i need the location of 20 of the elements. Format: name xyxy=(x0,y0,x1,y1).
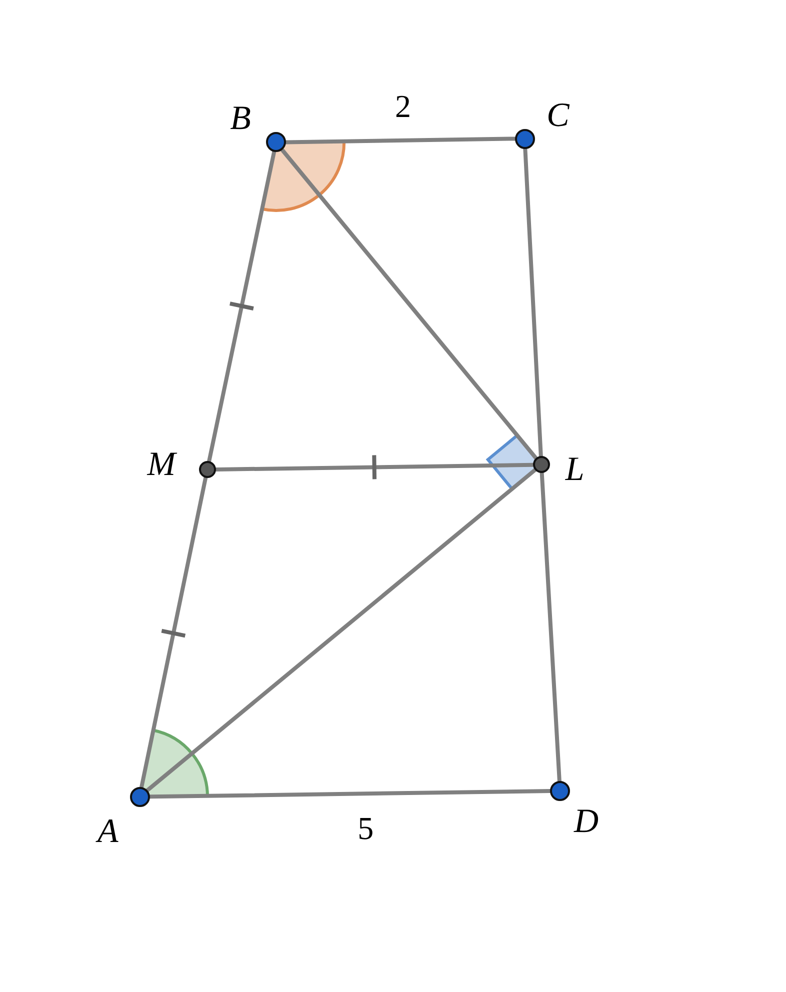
point-label: M xyxy=(147,448,176,482)
point-marker xyxy=(514,128,535,149)
point-label: L xyxy=(565,452,584,487)
line-segment xyxy=(280,148,538,460)
point-label: C xyxy=(546,98,570,133)
line-segment xyxy=(284,136,517,144)
line-segment xyxy=(145,468,537,792)
line-segment xyxy=(148,789,552,799)
point-marker xyxy=(266,132,286,152)
point-label: A xyxy=(98,814,118,849)
point-marker xyxy=(130,786,150,807)
point-marker xyxy=(198,461,216,478)
point-label: D xyxy=(574,804,599,839)
line-segment xyxy=(523,146,543,458)
line-segment xyxy=(540,471,562,783)
line-segment xyxy=(140,476,208,790)
line-segment xyxy=(207,150,276,464)
line-segment xyxy=(214,462,535,472)
point-label: B xyxy=(230,102,251,136)
point-marker xyxy=(550,780,570,801)
